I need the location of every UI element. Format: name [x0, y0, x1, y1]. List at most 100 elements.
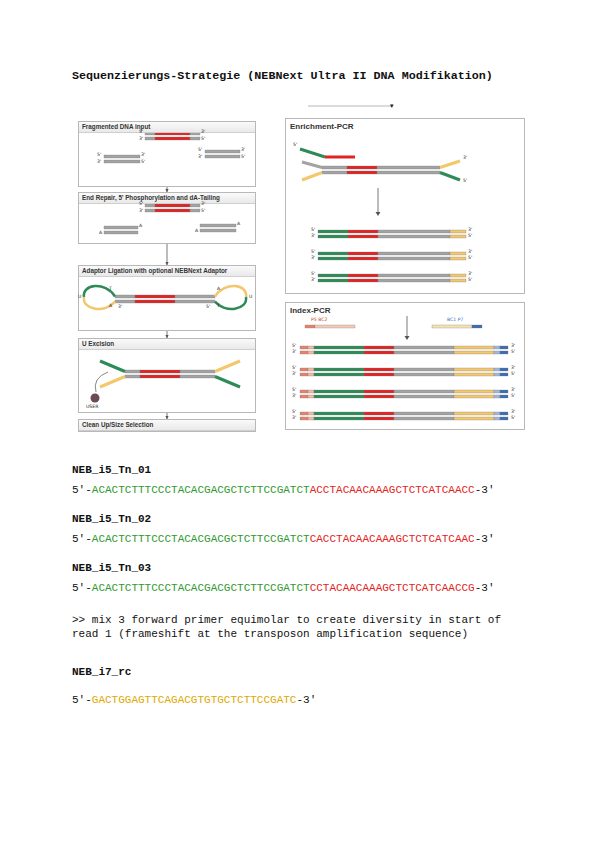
- dna-strand: [500, 390, 508, 393]
- strand-end-label: A: [195, 229, 198, 234]
- primer-sequence: -3': [475, 582, 495, 594]
- strand-end-label: 5': [139, 130, 143, 135]
- primer-sequence: CACCTACAACAAAGCTCTCATCAAC: [310, 533, 475, 545]
- dna-strand: [300, 395, 308, 398]
- dna-strand: [308, 417, 314, 420]
- dna-strand: [314, 412, 364, 415]
- dna-strand: [394, 417, 454, 420]
- primer-sequence: -3': [296, 694, 316, 706]
- strand-end-label: 3': [311, 278, 315, 283]
- dna-strand: [308, 373, 314, 376]
- strand-end-label: 5': [511, 416, 515, 421]
- dna-strand: [394, 351, 454, 354]
- dna-strand: [200, 224, 236, 227]
- dna-strand: [348, 252, 378, 255]
- text-line: 5'-ACACTCTTTCCCTACACGACGCTCTTCCGATCTCACC…: [72, 532, 495, 546]
- dna-strand: [205, 155, 240, 158]
- dna-strand: [140, 375, 180, 378]
- dna-strand: [308, 368, 314, 371]
- primer-name: NEB_i7_rc: [72, 666, 131, 678]
- dna-strand: [190, 204, 200, 207]
- dna-strand: [104, 155, 140, 158]
- dna-strand: [364, 390, 394, 393]
- dna-arm: [325, 156, 355, 159]
- primer-name: NEB_i5_Tn_03: [72, 562, 151, 574]
- strand-end-label: 5': [292, 410, 296, 415]
- dna-strand: [494, 351, 500, 354]
- dna-strand: [200, 229, 236, 232]
- dna-strand: [145, 204, 155, 207]
- flow-arrow: [167, 244, 168, 265]
- workflow-panel: End Repair, 5' Phosphorylation and dA-Ta…: [78, 192, 256, 244]
- dna-strand: [300, 390, 308, 393]
- dna-strand: [314, 346, 364, 349]
- strand-end-label: 3': [141, 153, 145, 158]
- strand-end-label: 5': [292, 388, 296, 393]
- dna-strand: [364, 351, 394, 354]
- dna-strand: [377, 166, 440, 169]
- dna-strand: [500, 417, 508, 420]
- dna-strand: [314, 373, 364, 376]
- primer-name: NEB_i5_Tn_02: [72, 513, 151, 525]
- dna-strand: [308, 390, 314, 393]
- strand-end-label: 3': [201, 202, 205, 207]
- dna-arm: [407, 316, 408, 336]
- primer-sequence: CCTACAACAAAGCTCTCATCAACCG: [310, 582, 475, 594]
- dna-strand: [104, 231, 138, 234]
- dna-strand: [472, 325, 482, 328]
- strand-end-label: 5': [293, 143, 297, 148]
- dna-strand: [494, 346, 500, 349]
- dna-strand: [205, 150, 240, 153]
- strand-end-label: 3': [468, 228, 472, 233]
- strand-end-label: 3': [511, 366, 515, 371]
- dna-strand: [145, 137, 155, 140]
- dna-strand: [454, 390, 494, 393]
- dna-strand: [300, 412, 308, 415]
- primer-sequence: 5'-: [72, 484, 92, 496]
- dna-strand: [318, 274, 348, 277]
- strand-end-label: A: [217, 287, 220, 292]
- dna-strand: [500, 351, 508, 354]
- strand-end-label: U: [78, 295, 81, 300]
- workflow-panel: Enrichment-PCR: [285, 118, 525, 294]
- strand-end-label: 3': [311, 256, 315, 261]
- dna-strand: [364, 412, 394, 415]
- dna-strand: [314, 395, 364, 398]
- strand-end-label: 3': [468, 272, 472, 277]
- strand-end-label: 3': [292, 416, 296, 421]
- dna-strand: [155, 209, 190, 212]
- dna-strand: [364, 373, 394, 376]
- dna-strand: [450, 235, 466, 238]
- dropdown-mark: ▾: [390, 103, 394, 110]
- dna-strand: [378, 279, 450, 282]
- dna-strand: [450, 230, 466, 233]
- dna-loop: [95, 372, 108, 392]
- dna-strand: [500, 368, 508, 371]
- strand-end-label: 5': [311, 228, 315, 233]
- dna-loop: [215, 286, 246, 297]
- dna-strand: [494, 395, 500, 398]
- strand-end-label: 5': [292, 344, 296, 349]
- dna-strand: [322, 171, 347, 174]
- strand-end-label: 3': [139, 209, 143, 214]
- strand-end-label: A: [237, 222, 240, 227]
- strand-end-label: 3': [511, 344, 515, 349]
- dna-strand: [308, 395, 314, 398]
- dna-strand: [175, 295, 215, 298]
- dna-strand: [318, 279, 348, 282]
- dna-strand: [454, 351, 494, 354]
- text-line: 5'-ACACTCTTTCCCTACACGACGCTCTTCCGATCTACCT…: [72, 483, 495, 497]
- dna-arm: [300, 149, 325, 157]
- dna-strand: [155, 137, 190, 140]
- dna-strand: [364, 368, 394, 371]
- strand-end-label: 3': [511, 388, 515, 393]
- strand-end-label: 5': [292, 366, 296, 371]
- primer-sequence: ACACTCTTTCCCTACACGACGCTCTTCCGATCT: [92, 533, 310, 545]
- strand-end-label: 5': [468, 256, 472, 261]
- strand-end-label: 3': [292, 394, 296, 399]
- dna-strand: [315, 325, 355, 328]
- strand-end-label: 5': [139, 202, 143, 207]
- text-line: NEB_i5_Tn_01: [72, 463, 151, 477]
- strand-end-label: P5 BC2: [311, 318, 327, 323]
